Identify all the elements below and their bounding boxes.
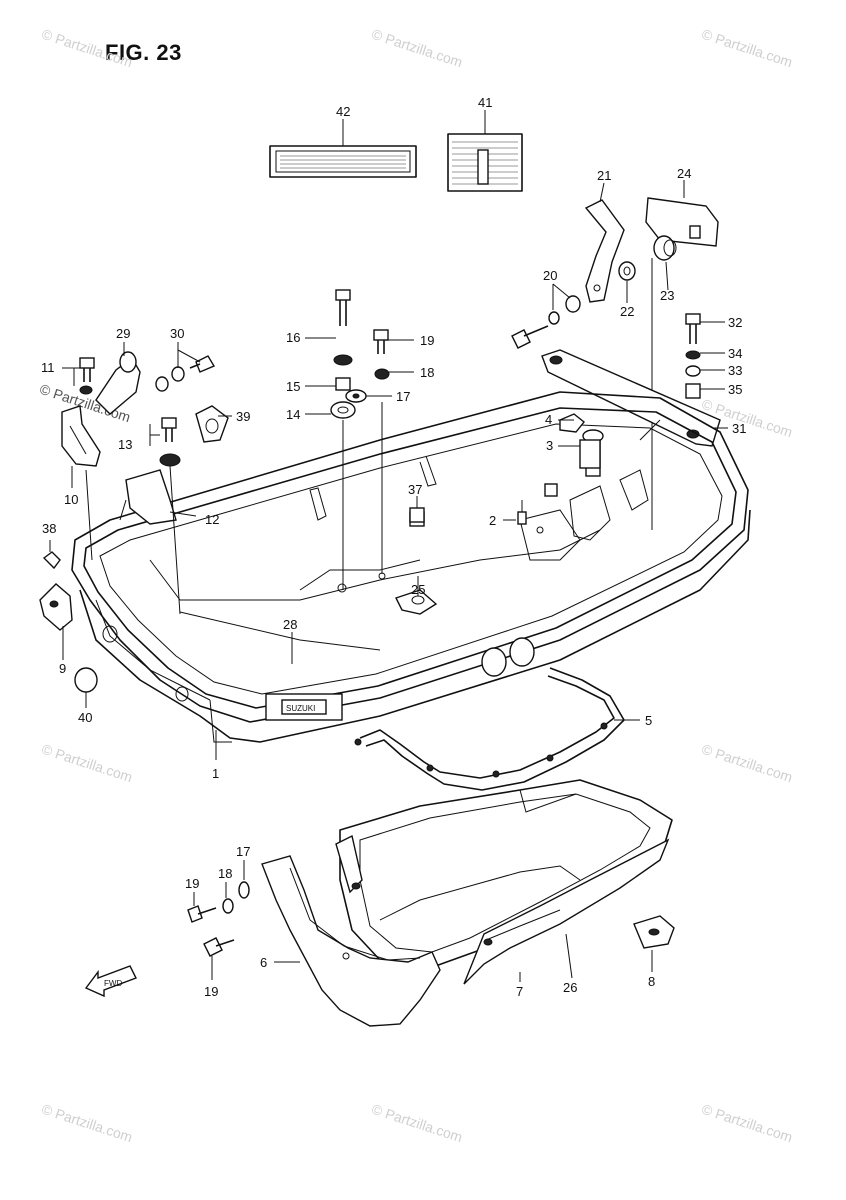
callout-15: 15	[286, 379, 300, 394]
part-11-nut	[79, 385, 93, 395]
part-3	[579, 439, 601, 469]
part-30-fasteners	[155, 355, 216, 392]
callout-24: 24	[677, 166, 691, 181]
part-38	[42, 551, 61, 570]
part-11-bolt	[79, 357, 95, 382]
callout-26: 26	[563, 980, 577, 995]
callout-29: 29	[116, 326, 130, 341]
suzuki-badge: SUZUKI	[265, 693, 343, 721]
callout-22: 22	[620, 304, 634, 319]
callout-9: 9	[59, 661, 66, 676]
part-17-lower-washer	[238, 881, 250, 899]
part-33-washer	[685, 365, 701, 377]
part-41-decal	[447, 133, 523, 192]
part-32-bolt	[685, 313, 701, 344]
part-9-clip	[39, 583, 73, 631]
callout-31: 31	[732, 421, 746, 436]
part-42-label	[269, 145, 417, 178]
callout-20: 20	[543, 268, 557, 283]
part-17-washer	[345, 389, 367, 403]
callout-25: 25	[411, 582, 425, 597]
fwd-arrow-icon: FWD	[84, 965, 137, 998]
figure-title: FIG. 23	[105, 40, 182, 65]
callout-17: 17	[396, 389, 410, 404]
part-5-seal	[354, 667, 625, 791]
callout-17-lower: 17	[236, 844, 250, 859]
part-13-bolt	[161, 417, 177, 442]
part-14	[330, 401, 356, 419]
part-1-lower-cover	[71, 391, 751, 743]
callout-18-lower: 18	[218, 866, 232, 881]
part-29-bracket	[95, 351, 141, 415]
callout-8: 8	[648, 974, 655, 989]
callout-12: 12	[205, 512, 219, 527]
part-15	[335, 377, 351, 391]
callout-14: 14	[286, 407, 300, 422]
part-22-washer	[618, 261, 636, 281]
callout-labels: 42 41 21 24 20 22 23 32 34 33 35 31 29 3…	[41, 95, 746, 999]
callout-6: 6	[260, 955, 267, 970]
callout-7: 7	[516, 984, 523, 999]
part-10-bracket	[61, 405, 101, 467]
callout-13: 13	[118, 437, 132, 452]
callout-10: 10	[64, 492, 78, 507]
part-34-nut	[685, 350, 701, 360]
part-19-lower-bolt	[187, 905, 217, 923]
callout-4: 4	[545, 412, 552, 427]
callout-19-lower: 19	[185, 876, 199, 891]
callout-21: 21	[597, 168, 611, 183]
part-24-latch	[645, 197, 719, 247]
callout-33: 33	[728, 363, 742, 378]
part-40-plug	[74, 667, 98, 693]
callout-16: 16	[286, 330, 300, 345]
part-35-collar	[685, 383, 701, 399]
part-39-clip	[195, 405, 229, 443]
callout-41: 41	[478, 95, 492, 110]
callout-1: 1	[212, 766, 219, 781]
callout-40: 40	[78, 710, 92, 725]
part-26-trim	[463, 838, 670, 985]
callout-38: 38	[42, 521, 56, 536]
part-37	[409, 507, 425, 523]
part-19-bolt	[373, 329, 389, 354]
callout-28: 28	[283, 617, 297, 632]
part-25-fitting	[395, 589, 438, 615]
callout-5: 5	[645, 713, 652, 728]
callout-18: 18	[420, 365, 434, 380]
callout-39: 39	[236, 409, 250, 424]
part-23	[653, 235, 677, 261]
callout-32: 32	[728, 315, 742, 330]
part-18-lower-nut	[222, 898, 234, 914]
fwd-label: FWD	[104, 979, 122, 988]
callout-35: 35	[728, 382, 742, 397]
part-6-side-panel	[261, 855, 441, 1027]
callout-30: 30	[170, 326, 184, 341]
part-8-plug	[633, 915, 675, 949]
part-13-washer	[159, 453, 181, 467]
part-4	[559, 413, 585, 433]
part-2-screw	[517, 500, 527, 525]
callout-37: 37	[408, 482, 422, 497]
part-20-bolt-set	[511, 295, 581, 349]
part-16-bolt	[333, 289, 353, 366]
callout-19: 19	[420, 333, 434, 348]
part-18-nut	[374, 368, 390, 380]
callout-11: 11	[41, 360, 55, 375]
badge-text: SUZUKI	[286, 704, 315, 713]
callout-3: 3	[546, 438, 553, 453]
callout-42: 42	[336, 104, 350, 119]
part-21-lever	[584, 199, 625, 303]
callout-23: 23	[660, 288, 674, 303]
callout-34: 34	[728, 346, 742, 361]
part-19-lower-bolt-2	[203, 937, 235, 957]
callout-2: 2	[489, 513, 496, 528]
callout-19-bottom: 19	[204, 984, 218, 999]
